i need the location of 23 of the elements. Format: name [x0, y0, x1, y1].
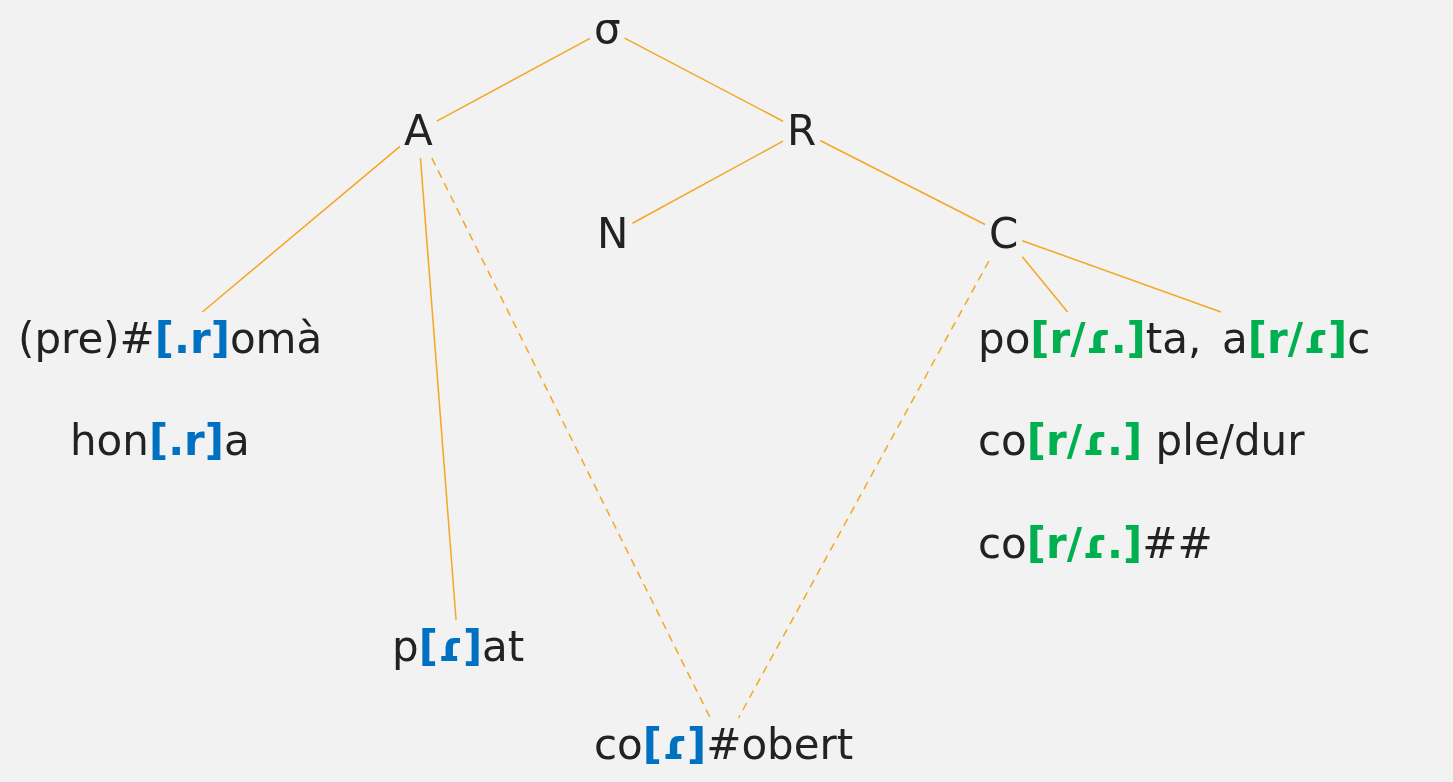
phonology-label: σ — [590, 2, 625, 56]
phonology-label: hon[.r]a — [66, 414, 254, 468]
tree-branch-line — [631, 140, 784, 224]
phonology-label: p[ɾ]at — [388, 620, 529, 674]
phonology-label: (pre)#[.r]omà — [14, 312, 327, 366]
tree-branch-line — [623, 37, 784, 122]
phonology-label: R — [783, 104, 821, 158]
tree-branch-line — [1021, 239, 1222, 313]
phonology-label: a[r/ɾ]c — [1218, 312, 1375, 366]
tree-branch-line — [819, 139, 986, 226]
phonology-label: po[r/ɾ.]ta, — [974, 312, 1206, 366]
tree-branch-line — [1021, 256, 1069, 313]
phonology-label: co[r/ɾ.]## — [974, 517, 1217, 571]
phonology-label: A — [400, 104, 437, 158]
tree-branch-line — [431, 157, 711, 719]
tree-branch-line — [201, 145, 401, 313]
phonology-label: co[r/ɾ.] ple/dur — [974, 414, 1309, 468]
phonology-label: co[ɾ]#obert — [590, 718, 858, 772]
phonology-label: C — [985, 207, 1023, 261]
tree-branch-line — [436, 37, 591, 122]
tree-branch-line — [419, 157, 457, 621]
phonology-label: N — [593, 207, 633, 261]
tree-branch-line — [737, 260, 990, 719]
